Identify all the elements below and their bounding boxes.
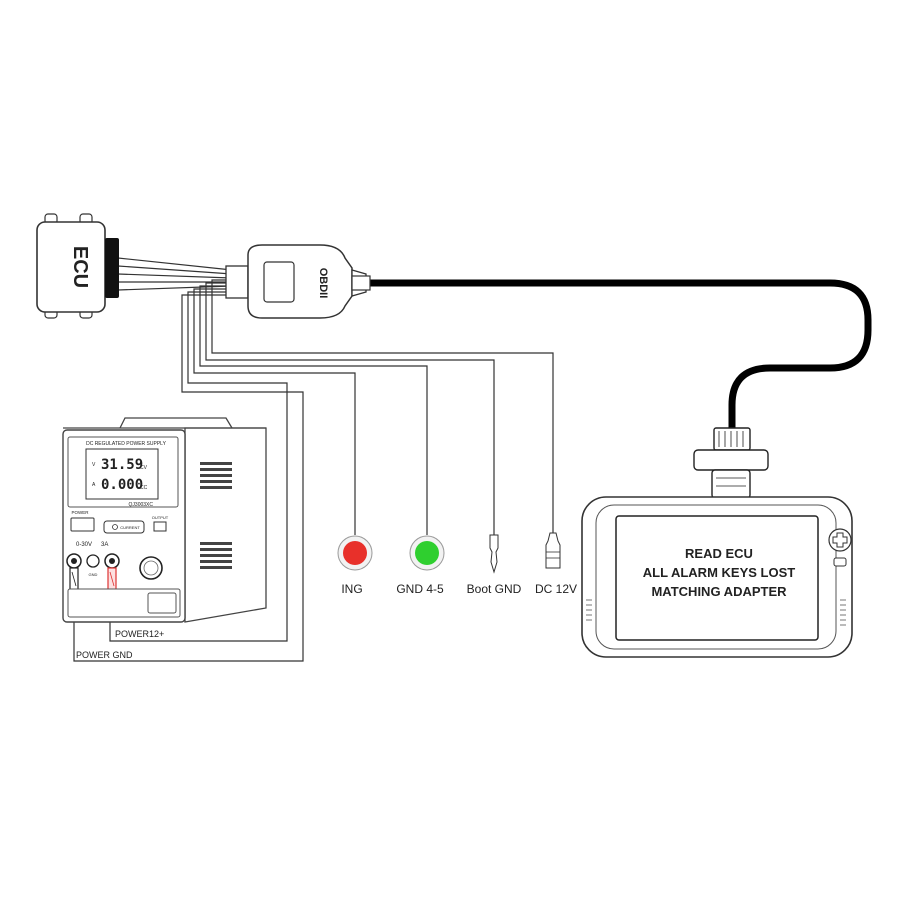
alligator-clip-icon [489,534,499,574]
current-button[interactable] [103,520,145,534]
power-supply: DC REGULATED POWER SUPPLY V 31.59 CV A 0… [62,417,267,623]
gnd45-label: GND 4-5 [396,582,444,596]
adjust-knob[interactable] [139,556,163,580]
dc12v-label: DC 12V [535,582,577,596]
output-label: OUTPUT [152,515,169,520]
boot-gnd-connector: Boot GND [467,534,522,596]
ing-label: ING [341,582,362,596]
power-switch[interactable] [70,517,95,532]
psu-model: QJ3003XC [129,502,154,508]
power-positive-label: POWER12+ [115,629,164,639]
psu-display [85,448,159,500]
psu-panel-title: DC REGULATED POWER SUPPLY [86,441,166,447]
red-test-lead [107,567,117,591]
wire-gnd45 [199,285,428,535]
tablet-line-3: MATCHING ADAPTER [651,584,787,599]
power-label: POWER [71,510,89,515]
wire-power-gnd [73,294,304,662]
voltage-readout: 31.59 [101,457,143,473]
diagnostic-tablet: READ ECU ALL ALARM KEYS LOST MATCHING AD… [581,496,853,658]
plus-icon [832,532,848,548]
voltage-unit: V [92,462,96,468]
power-gnd-label: POWER GND [76,650,133,660]
psu-side [184,427,267,623]
current-unit: A [92,482,96,488]
harness-wire [117,285,233,291]
ing-indicator [343,541,367,565]
black-test-lead [69,567,79,591]
side-button[interactable] [833,557,847,567]
gnd-label: GND [89,572,98,577]
harness-wire [117,265,233,275]
harness-wire [117,273,233,279]
db-connector [693,427,769,499]
current-mode: CC [140,485,148,491]
ecu-module: ECU [36,213,119,319]
wire-power-positive [109,291,288,642]
harness-wire [117,257,233,271]
current-button-icon [112,524,118,530]
vent-slots [200,462,232,569]
wires [73,257,554,662]
current-readout: 0.000 [101,477,143,493]
range-current: 3A [101,542,108,548]
range-voltage: 0-30V [76,542,92,548]
obd-connector: OBDII [225,244,371,319]
gnd45-connector: GND 4-5 [396,535,445,596]
obd-label: OBDII [317,268,329,299]
wire-boot-gnd [205,282,495,535]
tablet-line-1: READ ECU [685,546,753,561]
ecu-label: ECU [69,246,91,288]
tablet-line-2: ALL ALARM KEYS LOST [643,565,795,580]
dc12v-connector: DC 12V [535,532,577,596]
main-cable [364,279,872,432]
gnd45-indicator [415,541,439,565]
middle-terminal[interactable] [86,554,100,568]
ecu-plug [105,238,119,298]
current-button-label: CURRENT [120,525,140,530]
voltage-mode: CV [140,465,148,471]
ing-connector: ING [337,535,373,596]
wire-dc12v [211,279,554,533]
wire-ing [193,288,356,535]
boot-gnd-label: Boot GND [467,582,522,596]
tablet-screen [615,515,819,641]
output-indicator [153,521,167,532]
dc-plug-icon [545,532,561,569]
